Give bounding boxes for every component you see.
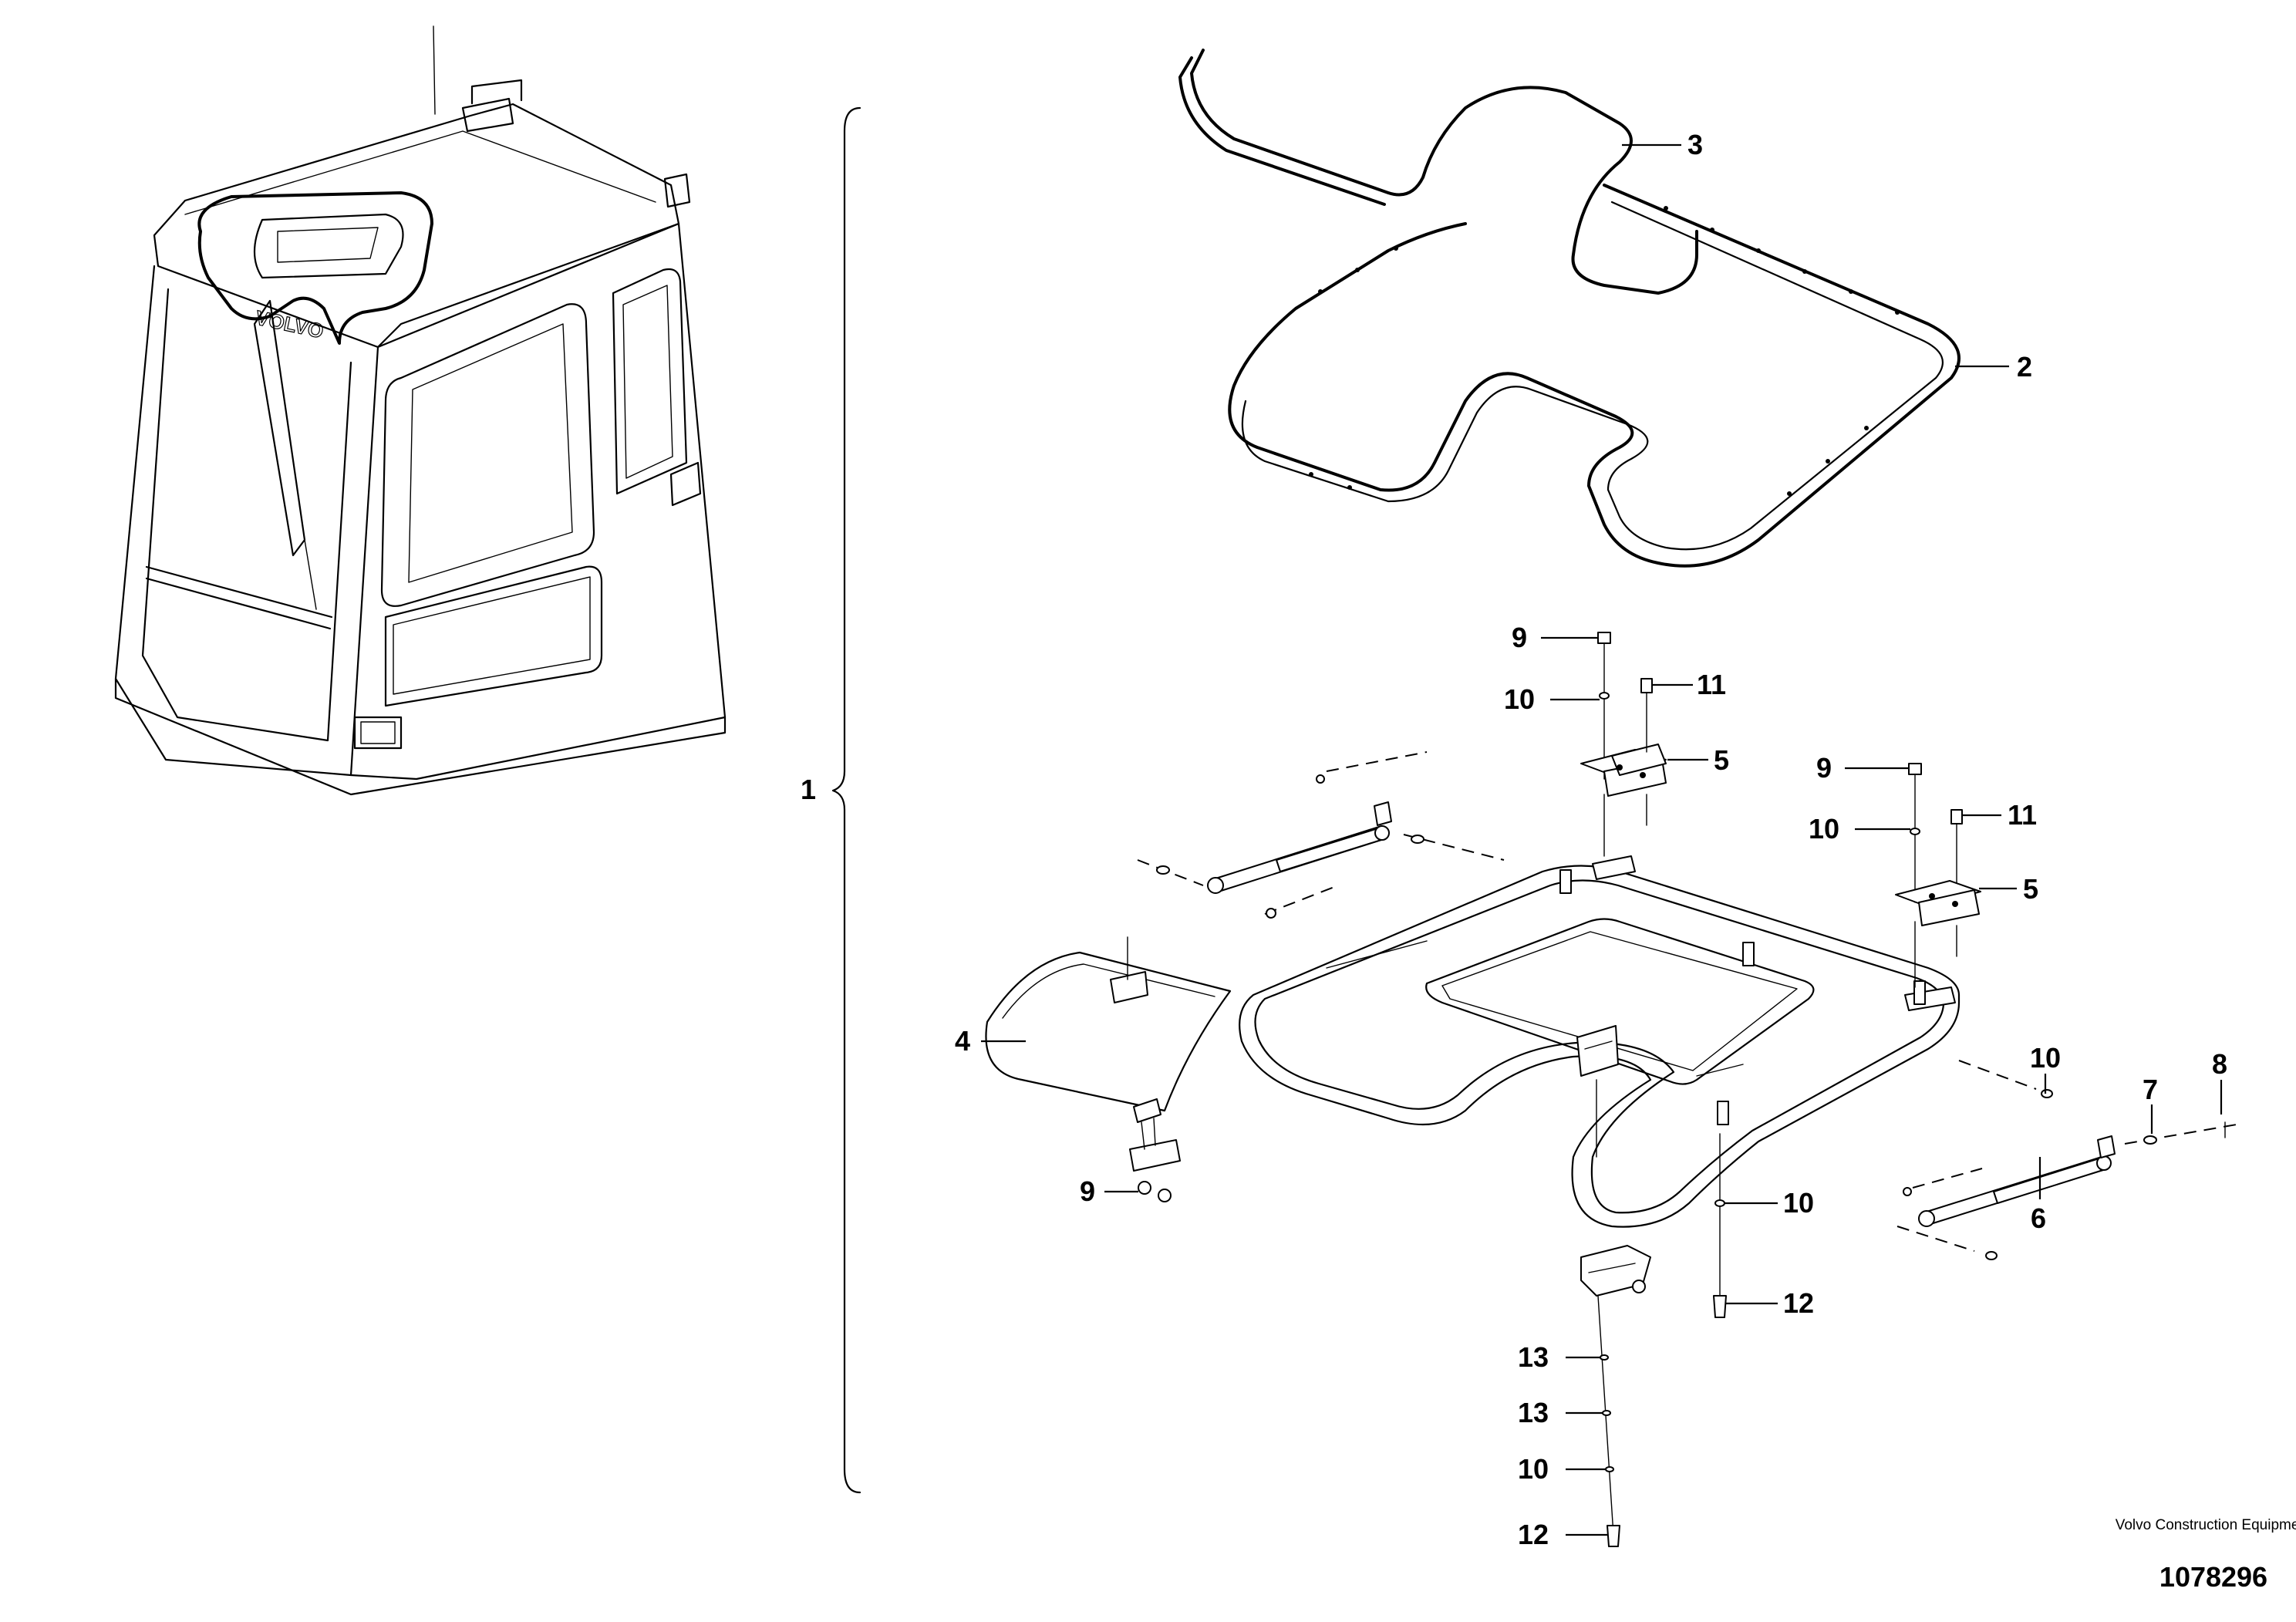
latch-and-fasteners [1580, 1079, 1727, 1547]
callout-5a: 5 [1714, 744, 1729, 776]
hinge-right-part-5 [1895, 763, 1981, 988]
gas-strut-right-part-6 [1896, 1060, 2237, 1260]
callout-10b: 10 [1809, 813, 1839, 845]
cab-overview-illustration: VOLVO [114, 25, 727, 796]
callout-9a: 9 [1512, 622, 1527, 653]
cab-badge: VOLVO [254, 306, 325, 343]
callout-10a: 10 [1504, 683, 1535, 715]
callout-10d: 10 [1783, 1187, 1814, 1219]
callout-11b: 11 [2008, 799, 2037, 831]
callout-13a: 13 [1518, 1341, 1549, 1373]
callout-1: 1 [801, 774, 816, 805]
gasket-assembly-2-3 [1178, 49, 1961, 568]
publisher-credit: Volvo Construction Equipment [2115, 1517, 2296, 1533]
sunshade-part-4 [985, 936, 1232, 1202]
callout-4: 4 [955, 1025, 970, 1057]
roof-hatch-frame [1239, 855, 1961, 1228]
callout-labels: 1 3 2 4 9 10 11 5 9 10 11 5 9 10 7 8 6 1… [801, 129, 2227, 1550]
callout-2: 2 [2017, 351, 2032, 383]
callout-12b: 12 [1518, 1519, 1549, 1550]
callout-13b: 13 [1518, 1397, 1549, 1428]
gas-strut-left [1137, 751, 1505, 919]
drawing-number: 1078296 [2159, 1561, 2268, 1593]
leader-lines [981, 143, 2223, 1536]
callout-9c: 9 [1080, 1175, 1095, 1207]
callout-9b: 9 [1816, 752, 1832, 784]
callout-10c: 10 [2030, 1042, 2061, 1074]
callout-10e: 10 [1518, 1453, 1549, 1485]
hinge-left-part-5 [1580, 632, 1667, 857]
assembly-brace [831, 106, 861, 1494]
callout-3: 3 [1687, 129, 1703, 160]
callout-8: 8 [2212, 1048, 2227, 1080]
callout-11a: 11 [1697, 669, 1726, 700]
callout-7: 7 [2143, 1074, 2158, 1105]
callout-12a: 12 [1783, 1287, 1814, 1319]
callout-6: 6 [2031, 1202, 2046, 1234]
callout-5b: 5 [2023, 873, 2038, 905]
